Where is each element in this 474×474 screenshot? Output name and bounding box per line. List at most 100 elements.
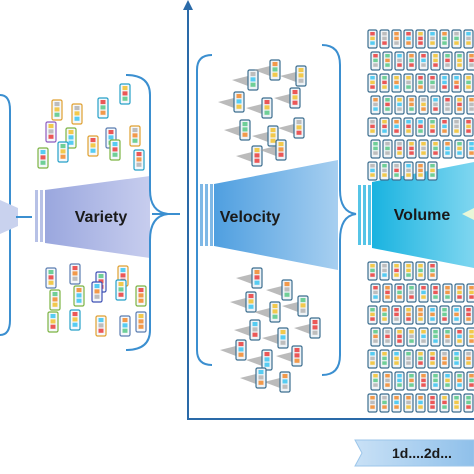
record-icon <box>442 95 453 115</box>
record-icon <box>309 317 321 339</box>
record-icon <box>261 349 273 371</box>
record-icon <box>427 393 438 413</box>
record-icon <box>279 371 291 393</box>
record-icon <box>430 327 441 347</box>
record-icon <box>415 117 426 137</box>
record-icon <box>427 261 438 281</box>
record-icon <box>391 117 402 137</box>
record-icon <box>430 95 441 115</box>
record-icon <box>403 305 414 325</box>
record-icon <box>454 327 465 347</box>
motion-trail <box>266 286 282 296</box>
record-icon <box>73 285 85 307</box>
record-icon <box>367 73 378 93</box>
record-icon <box>367 393 378 413</box>
record-icon <box>403 261 414 281</box>
record-icon <box>379 349 390 369</box>
motion-trail <box>252 132 268 142</box>
record-icon <box>281 279 293 301</box>
record-icon <box>451 305 462 325</box>
motion-trail <box>274 94 290 104</box>
record-icon <box>37 147 49 169</box>
record-icon <box>442 327 453 347</box>
record-icon <box>382 371 393 391</box>
record-icon <box>289 87 301 109</box>
record-icon <box>403 393 414 413</box>
record-icon <box>379 393 390 413</box>
record-icon <box>379 161 390 181</box>
record-icon <box>463 349 474 369</box>
record-icon <box>391 29 402 49</box>
record-icon <box>454 51 465 71</box>
record-icon <box>45 121 57 143</box>
record-icon <box>370 95 381 115</box>
motion-trail <box>220 346 236 356</box>
record-icon <box>442 51 453 71</box>
record-icon <box>367 261 378 281</box>
record-icon <box>427 161 438 181</box>
record-icon <box>418 283 429 303</box>
record-icon <box>451 29 462 49</box>
record-icon <box>382 327 393 347</box>
record-icon <box>439 349 450 369</box>
record-icon <box>415 29 426 49</box>
record-icon <box>415 261 426 281</box>
record-icon <box>406 327 417 347</box>
record-icon <box>406 283 417 303</box>
variety-stage: Variety <box>35 74 180 351</box>
record-icon <box>391 349 402 369</box>
record-icon <box>49 289 61 311</box>
record-icon <box>439 117 450 137</box>
record-icon <box>251 145 263 167</box>
record-icon <box>442 371 453 391</box>
record-icon <box>427 29 438 49</box>
record-icon <box>261 97 273 119</box>
record-icon <box>466 327 474 347</box>
timeline-label: 1d....2d... <box>392 445 452 461</box>
record-icon <box>466 371 474 391</box>
record-icon <box>454 139 465 159</box>
record-icon <box>382 283 393 303</box>
record-icon <box>451 393 462 413</box>
record-icon <box>439 305 450 325</box>
record-icon <box>427 73 438 93</box>
record-icon <box>51 99 63 121</box>
record-icon <box>418 139 429 159</box>
record-icon <box>394 327 405 347</box>
motion-trail <box>254 308 270 318</box>
record-icon <box>442 139 453 159</box>
record-icon <box>466 51 474 71</box>
record-icon <box>245 291 257 313</box>
record-icon <box>439 393 450 413</box>
record-icon <box>57 141 69 163</box>
record-icon <box>379 305 390 325</box>
record-icon <box>439 29 450 49</box>
record-icon <box>251 267 263 289</box>
motion-trail <box>278 124 294 134</box>
record-icon <box>109 139 121 161</box>
record-icon <box>69 309 81 331</box>
record-icon <box>249 319 261 341</box>
record-icon <box>415 349 426 369</box>
record-icon <box>451 349 462 369</box>
record-icon <box>367 117 378 137</box>
record-icon <box>45 267 57 289</box>
record-icon <box>239 119 251 141</box>
motion-trail <box>224 126 240 136</box>
record-icon <box>277 327 289 349</box>
motion-trail <box>282 302 298 312</box>
record-icon <box>418 95 429 115</box>
record-icon <box>247 69 259 91</box>
velocity-funnel <box>214 160 338 270</box>
record-icon <box>439 73 450 93</box>
record-icon <box>466 139 474 159</box>
motion-trail <box>246 356 262 366</box>
record-icon <box>463 73 474 93</box>
record-icon <box>379 73 390 93</box>
record-icon <box>382 51 393 71</box>
record-icon <box>427 305 438 325</box>
record-icon <box>403 161 414 181</box>
motion-trail <box>230 298 246 308</box>
record-icon <box>415 305 426 325</box>
record-icon <box>391 393 402 413</box>
